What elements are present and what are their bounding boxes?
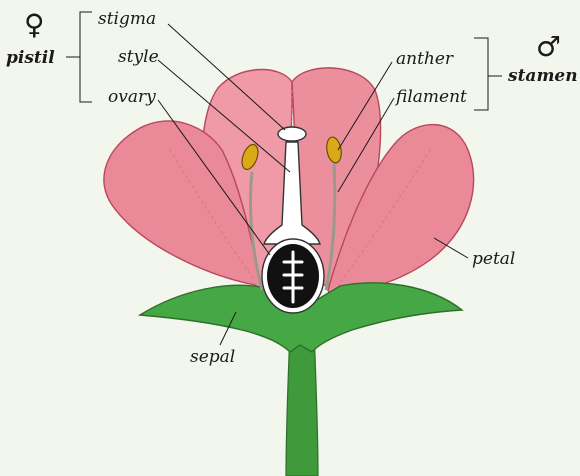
sepal-label: sepal [190,347,235,367]
stigma-label: stigma [98,9,156,29]
pistil-label: pistil [6,48,55,68]
male-symbol: ♂ [536,30,561,63]
pistil-bracket [80,12,92,102]
ovary-label: ovary [108,87,156,107]
female-symbol: ♀ [24,8,45,41]
filament-label: filament [394,87,467,107]
petal-label: petal [472,249,515,269]
stigma-shape [278,127,306,141]
stamen-label: stamen [507,66,578,86]
stamen-bracket [474,38,488,110]
anther-label: anther [396,49,454,69]
style-label: style [118,47,159,67]
